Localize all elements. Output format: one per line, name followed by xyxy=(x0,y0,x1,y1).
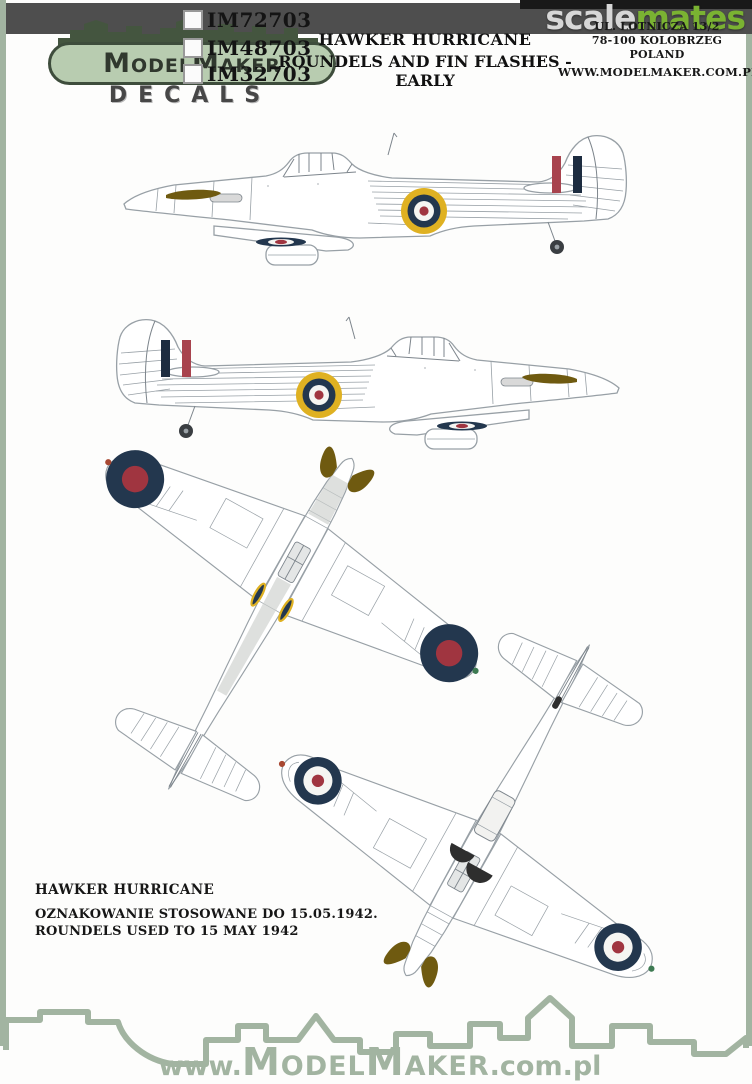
footer-website-url: www.ModelMaker.com.pl xyxy=(140,1040,620,1084)
sheet-title-block: HAWKER HURRICANE ROUNDELS AND FIN FLASHE… xyxy=(270,30,580,90)
page-border-left xyxy=(0,0,6,1046)
address-line: POLAND xyxy=(629,48,685,61)
nav-light-red xyxy=(278,760,286,767)
sheet-subtitle: ROUNDELS AND FIN FLASHES - EARLY xyxy=(278,52,572,90)
roundel-type-b-port xyxy=(106,450,165,509)
footer-skyline xyxy=(3,995,749,1067)
product-code-label: IM72703 xyxy=(207,8,312,32)
note-line-english: ROUNDELS USED TO 15 MAY 1942 xyxy=(35,924,299,939)
usage-note: HAWKER HURRICANE OZNAKOWANIE STOSOWANE D… xyxy=(35,882,378,939)
watermark-text-gray: scale xyxy=(545,0,636,37)
roundel-type-a-underwing xyxy=(294,757,342,805)
product-code-row: IM72703 xyxy=(183,8,312,32)
checkbox-im32703 xyxy=(183,64,203,84)
aircraft-plan-top-view xyxy=(0,356,536,892)
tailwheel xyxy=(552,696,562,709)
wheel-well xyxy=(466,862,493,883)
note-title: HAWKER HURRICANE xyxy=(35,882,215,898)
checkbox-im48703 xyxy=(183,38,203,58)
aircraft-plan-bottom-view xyxy=(222,542,752,1078)
sheet-title: HAWKER HURRICANE xyxy=(318,30,532,49)
fuselage-roundel-edge xyxy=(278,597,294,623)
url-brand: ModelMaker xyxy=(241,1040,490,1084)
watermark-text-green: mates xyxy=(635,0,746,37)
radiator xyxy=(474,790,516,842)
product-code-label: IM32703 xyxy=(207,62,312,86)
port-nav-light xyxy=(105,459,112,466)
aircraft-side-profile-left xyxy=(123,132,628,326)
product-code-row: IM48703 xyxy=(183,36,312,60)
fuselage-roundel-edge xyxy=(250,582,267,607)
logo-subtitle: DECALS xyxy=(108,83,272,108)
roundel-type-b-starboard xyxy=(420,624,479,683)
url-suffix: .com.pl xyxy=(489,1051,602,1082)
top-overlay-band-dark xyxy=(520,0,752,9)
nav-light-green xyxy=(648,965,655,972)
note-line-polish: OZNAKOWANIE STOSOWANE DO 15.05.1942. xyxy=(35,907,378,922)
address-line: UL. LOTNICZA 13/2 xyxy=(594,20,720,33)
page-border-right xyxy=(746,34,752,1046)
address-line: 78-100 KOLOBRZEG xyxy=(591,34,723,47)
manufacturer-address: UL. LOTNICZA 13/2 78-100 KOLOBRZEG POLAN… xyxy=(558,20,752,79)
wheel-well xyxy=(449,842,475,863)
logo-skyline-silhouette xyxy=(58,18,318,48)
address-line: WWW.MODELMAKER.COM.PL xyxy=(558,65,752,79)
url-prefix: www. xyxy=(158,1051,242,1082)
roundel-type-a-underwing xyxy=(594,923,642,971)
product-code-label: IM48703 xyxy=(207,36,312,60)
starboard-nav-light xyxy=(472,667,479,674)
checkbox-im72703 xyxy=(183,10,203,30)
product-code-row: IM32703 xyxy=(183,62,312,86)
scalemates-watermark: scalemates xyxy=(545,0,746,37)
